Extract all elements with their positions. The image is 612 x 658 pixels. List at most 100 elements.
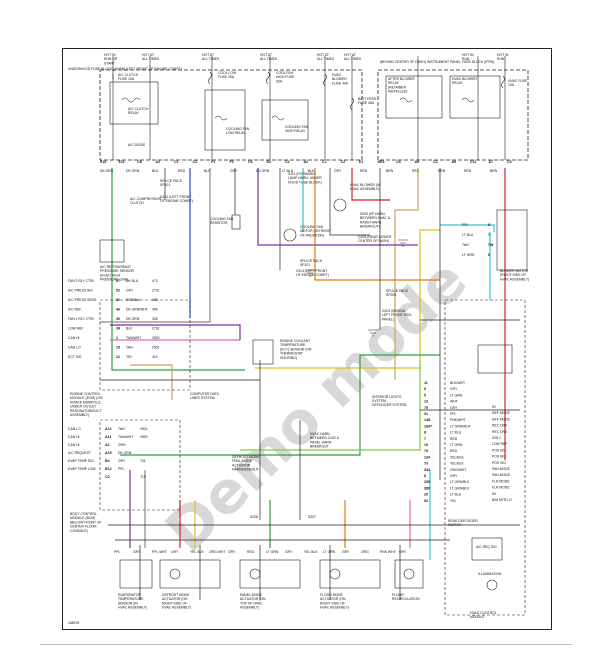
pin-label: RE3 bbox=[378, 160, 385, 164]
hvac-function-label: PAN MODE bbox=[492, 473, 511, 477]
ground-symbol-1 bbox=[305, 269, 315, 277]
ect-sensor-box bbox=[252, 339, 274, 365]
pin-label: F2 bbox=[230, 160, 234, 164]
bcm-pin-function: A/C REQUEST bbox=[68, 451, 91, 455]
bottom-wire-color: GRY bbox=[171, 550, 179, 554]
hvac-function-label: POS SIG bbox=[492, 455, 506, 459]
ecm-pin-circuit: 473 bbox=[152, 279, 158, 283]
ecm-pin-number: 15 bbox=[116, 346, 120, 350]
blower-wire-color: TAN bbox=[462, 243, 469, 247]
bcm-pin-number: A15 bbox=[105, 451, 112, 455]
wire-color-label: DK GRN bbox=[256, 169, 270, 173]
wire-yellow-1 bbox=[255, 229, 440, 369]
bcm-pin-color: TAN bbox=[118, 427, 125, 431]
fan-motor-symbol bbox=[283, 228, 297, 242]
ac-req-box bbox=[471, 537, 503, 561]
ecm-pin-number: 46 bbox=[116, 308, 120, 312]
wire-brown-1 bbox=[394, 168, 419, 380]
hvac-pin-color: LT GRN bbox=[450, 393, 463, 397]
pin-label: E16 bbox=[100, 160, 106, 164]
pin-label: C4 bbox=[396, 160, 401, 164]
hvac-function-label: B/M MTR LO bbox=[492, 498, 512, 502]
ecm-pin-color: GRY bbox=[126, 289, 134, 293]
ecm-pin-number: 32 bbox=[116, 298, 120, 302]
hvac-pin-color: LT GRN bbox=[450, 443, 463, 447]
pin-label: C6 bbox=[248, 160, 253, 164]
component-label-s208: S208 bbox=[250, 515, 258, 519]
hvac-function-label: 5V bbox=[492, 405, 497, 409]
wire-ppl-main bbox=[110, 324, 241, 340]
hvac-pin-number: 148 bbox=[424, 418, 430, 422]
ecm-pin-function: LOW REF bbox=[68, 327, 83, 331]
bottom-wire-color: PNK WHT bbox=[380, 550, 396, 554]
blower-wire-pin: 8 bbox=[488, 223, 490, 227]
ecm-pin-function: A/C PRESS SIG bbox=[68, 289, 93, 293]
wire-gray-1 bbox=[100, 168, 211, 323]
feed-lines bbox=[112, 56, 506, 160]
ecm-pin-number: 1 bbox=[116, 336, 118, 340]
bcm-box bbox=[99, 419, 181, 511]
figure-number: 168978 bbox=[68, 621, 79, 625]
wire-color-label: BLK bbox=[204, 169, 211, 173]
wire-orange-1 bbox=[314, 168, 440, 281]
underhood-fuse-block-outline bbox=[99, 69, 363, 161]
bcm-pin-number: B4 bbox=[105, 459, 110, 463]
hvac-pin-number: 8 bbox=[424, 431, 426, 435]
hvac-pin-color: YEL bbox=[450, 499, 457, 503]
pin-label: C11 bbox=[470, 160, 476, 164]
component-label-illumination: ILLUMINATION bbox=[478, 572, 502, 576]
hvac-pin-number: 380 bbox=[424, 486, 430, 490]
hvac-function-label: POS SIG bbox=[492, 461, 506, 465]
bcm-pin-function: CAN HI bbox=[68, 435, 80, 439]
ecm-pin-number: 21 bbox=[116, 355, 120, 359]
bottom-wire-color: PPL bbox=[114, 550, 121, 554]
defrost-actuator-box bbox=[159, 559, 221, 589]
hvac-pin-color: PPL bbox=[450, 412, 457, 416]
wire-color-label: DK GRN bbox=[126, 169, 140, 173]
bcm-pin-circuit: 2501 bbox=[140, 427, 148, 431]
ecm-pin-function: ECT SIG bbox=[68, 355, 82, 359]
ecm-pin-color: TAN bbox=[126, 346, 133, 350]
bcm-pin-color: PPL bbox=[118, 467, 125, 471]
hvac-function-label: REC DRV bbox=[492, 424, 508, 428]
wire-cyan-1 bbox=[440, 224, 495, 232]
wire-color-label: BRN bbox=[438, 169, 446, 173]
ground-symbol-3 bbox=[398, 239, 408, 247]
hvac-pin-number: 8 bbox=[424, 474, 426, 478]
hvac-pin-color: GRY bbox=[450, 474, 458, 478]
bcm-pin-number: C2 bbox=[105, 475, 110, 479]
hvac-pin-number: 31 bbox=[424, 412, 428, 416]
wire-red-1 bbox=[351, 168, 390, 201]
hvac-module-box bbox=[444, 299, 526, 616]
ecm-pin-circuit: 459 bbox=[152, 308, 158, 312]
wire-color-label: BLK bbox=[152, 169, 159, 173]
hvac-function-label: LOW REF bbox=[492, 442, 507, 446]
pin-label: C2 bbox=[341, 160, 346, 164]
bottom-wire-color: YEL BLK bbox=[304, 550, 318, 554]
ecm-pin-number: 30 bbox=[116, 317, 120, 321]
hvac-pin-color: GRY bbox=[450, 406, 458, 410]
hvac-function-label: REC DRV bbox=[492, 430, 508, 434]
blower-wire-color: LT BLU bbox=[462, 233, 474, 237]
bottom-wire-color: PPL WHT bbox=[152, 550, 167, 554]
instrument-panel-fuse-block-label: (BEHIND CENTER OF DASH) INSTRUMENT PANEL… bbox=[380, 60, 494, 64]
